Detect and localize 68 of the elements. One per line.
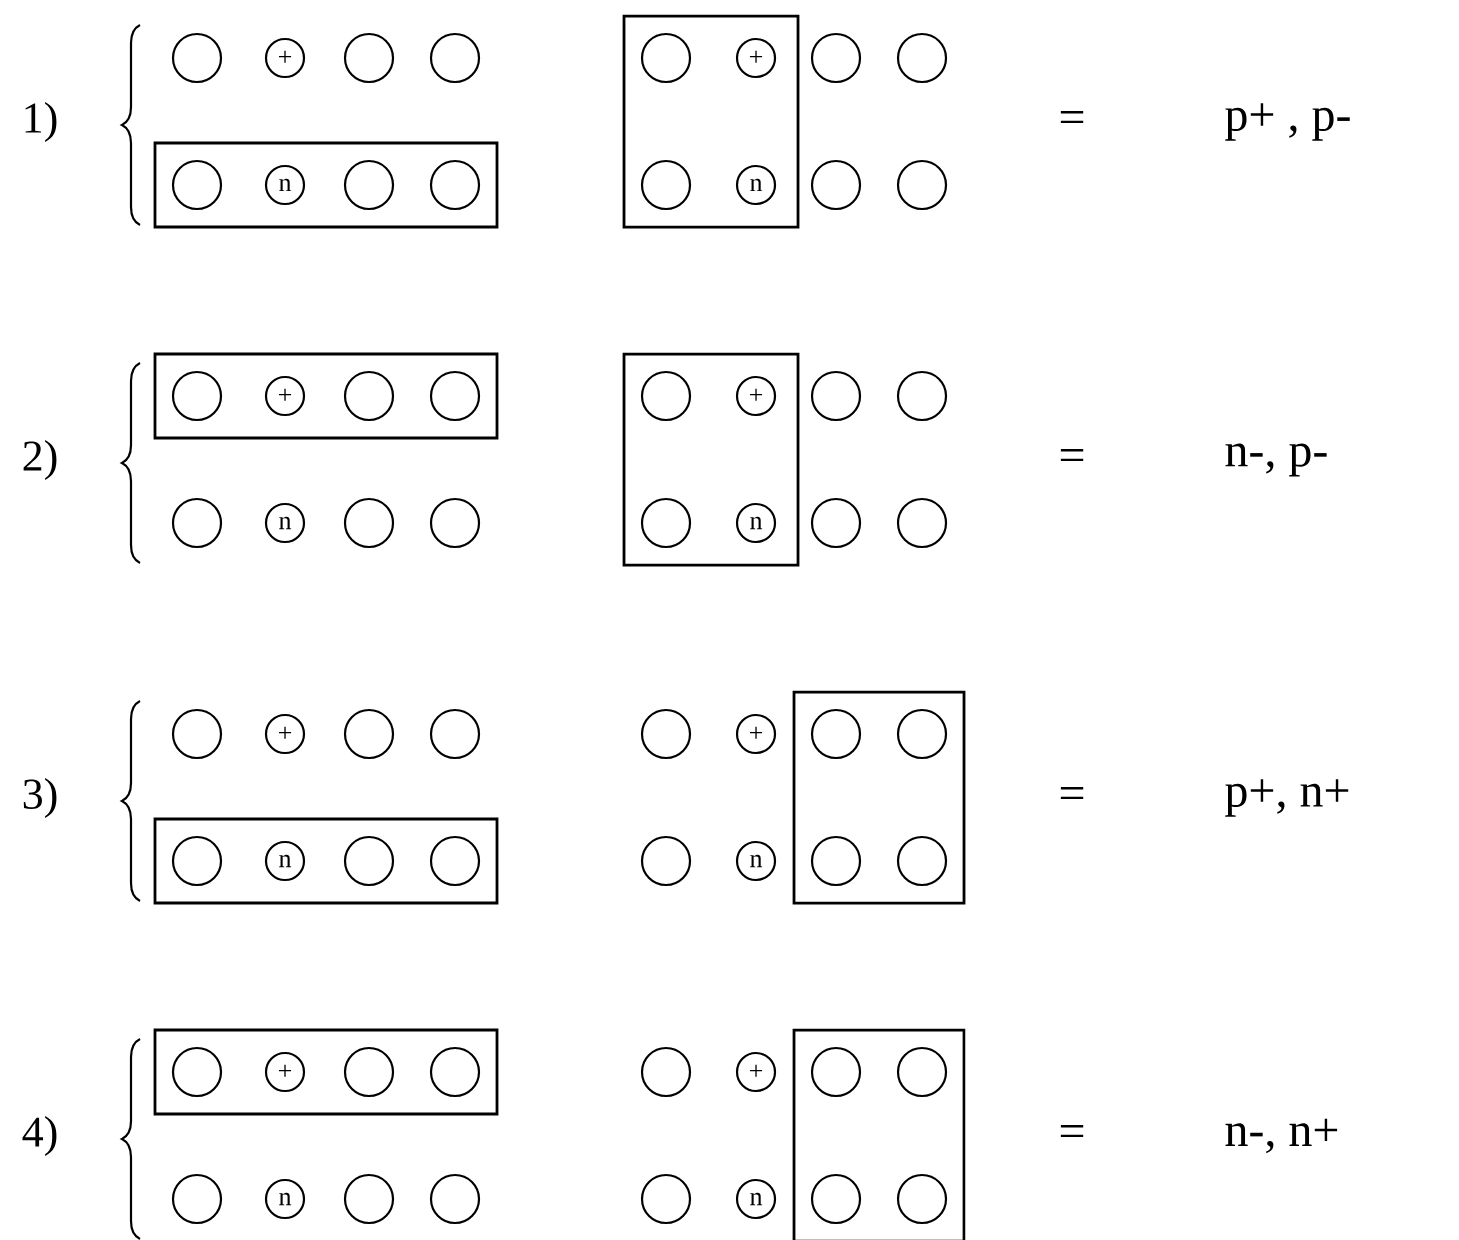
- empty-circle: [429, 497, 481, 549]
- empty-circle: [429, 1046, 481, 1098]
- grouping-box: [792, 690, 966, 905]
- empty-circle: [640, 159, 692, 211]
- empty-circle: [640, 370, 692, 422]
- empty-circle: [896, 835, 948, 887]
- empty-circle: [171, 835, 223, 887]
- empty-circle: [171, 159, 223, 211]
- row-number: 1): [25, 102, 57, 142]
- empty-circle: [343, 32, 395, 84]
- empty-circle: [640, 708, 692, 760]
- empty-circle: [640, 1046, 692, 1098]
- row-number: 2): [23, 440, 57, 480]
- empty-circle: [896, 370, 948, 422]
- empty-circle: [343, 835, 395, 887]
- empty-circle: [429, 1173, 481, 1225]
- empty-circle: [343, 370, 395, 422]
- empty-circle: [171, 1046, 223, 1098]
- result-label: n-, n+: [1225, 1118, 1338, 1154]
- row-number: 4): [22, 1116, 57, 1156]
- empty-circle: [810, 32, 862, 84]
- empty-circle: [810, 1046, 862, 1098]
- empty-circle: [171, 370, 223, 422]
- empty-circle: [343, 1046, 395, 1098]
- empty-circle: [810, 159, 862, 211]
- equals-sign: =: [1060, 1125, 1084, 1138]
- equals-sign: =: [1060, 449, 1084, 462]
- empty-circle: [896, 497, 948, 549]
- empty-circle: [640, 835, 692, 887]
- empty-circle: [896, 1046, 948, 1098]
- grouping-box: [153, 141, 499, 229]
- grouping-box: [622, 14, 800, 229]
- result-label: n-, p-: [1225, 443, 1327, 477]
- grouping-box: [153, 352, 499, 440]
- result-label: p+, n+: [1225, 779, 1349, 817]
- empty-circle: [896, 708, 948, 760]
- empty-circle: [343, 159, 395, 211]
- empty-circle: [810, 835, 862, 887]
- empty-circle: [429, 708, 481, 760]
- empty-circle: [810, 1173, 862, 1225]
- grouping-box: [622, 352, 800, 567]
- empty-circle: [896, 1173, 948, 1225]
- empty-circle: [896, 32, 948, 84]
- row-number: 3): [23, 778, 57, 818]
- empty-circle: [640, 497, 692, 549]
- empty-circle: [896, 159, 948, 211]
- equals-sign: =: [1060, 111, 1084, 123]
- empty-circle: [810, 708, 862, 760]
- empty-circle: [171, 1173, 223, 1225]
- empty-circle: [343, 497, 395, 549]
- empty-circle: [343, 708, 395, 760]
- grouping-box: [792, 1028, 966, 1240]
- grouping-box: [153, 1028, 499, 1116]
- empty-circle: [640, 32, 692, 84]
- result-label: p+ , p-: [1225, 103, 1350, 141]
- empty-circle: [171, 708, 223, 760]
- empty-circle: [429, 159, 481, 211]
- empty-circle: [171, 32, 223, 84]
- empty-circle: [429, 32, 481, 84]
- empty-circle: [343, 1173, 395, 1225]
- grouping-box: [153, 817, 499, 905]
- empty-circle: [171, 497, 223, 549]
- equals-sign: =: [1060, 787, 1084, 800]
- empty-circle: [810, 497, 862, 549]
- empty-circle: [640, 1173, 692, 1225]
- empty-circle: [429, 835, 481, 887]
- empty-circle: [429, 370, 481, 422]
- empty-circle: [810, 370, 862, 422]
